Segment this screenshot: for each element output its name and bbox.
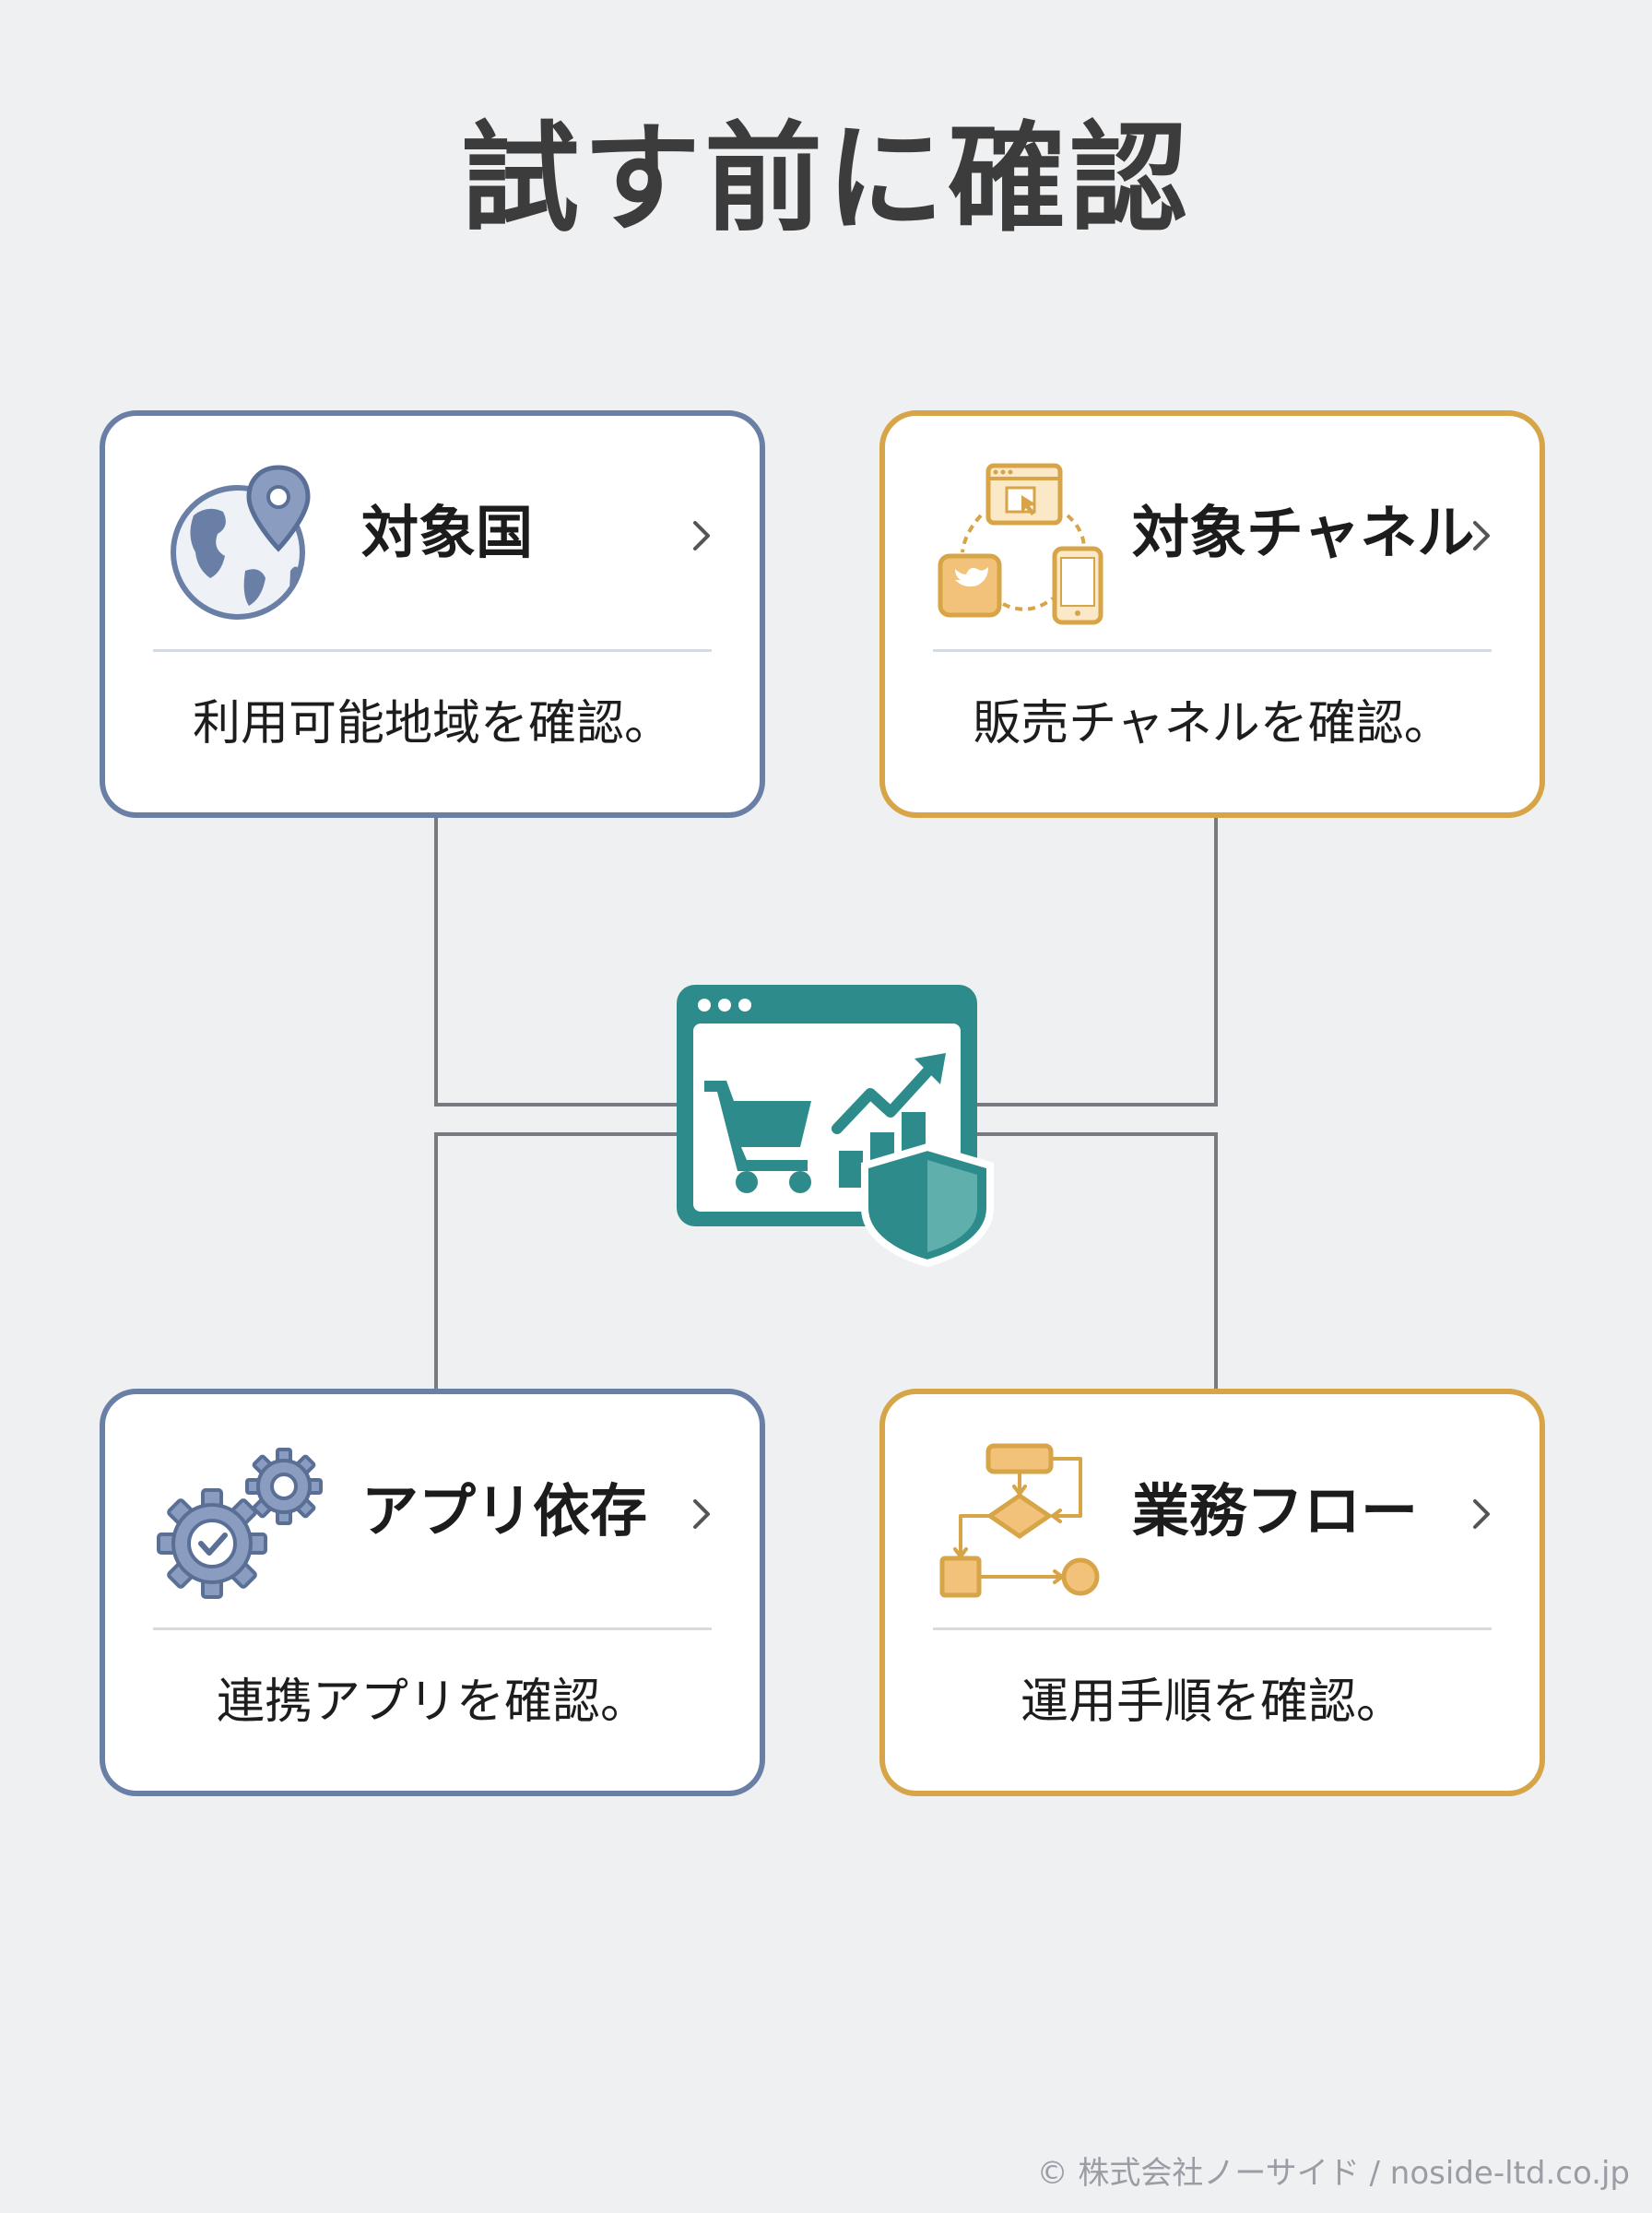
card-divider xyxy=(153,649,712,652)
card-divider xyxy=(933,1627,1492,1630)
chevron-right-icon[interactable] xyxy=(1468,517,1495,554)
card-title: アプリ依存 xyxy=(361,1477,648,1544)
card-description: 連携アプリを確認。 xyxy=(216,1675,648,1730)
card-description: 販売チャネルを確認。 xyxy=(973,696,1452,751)
ecommerce-shield-icon xyxy=(677,985,994,1267)
card-divider xyxy=(153,1627,712,1630)
chevron-right-icon[interactable] xyxy=(688,1496,715,1533)
page-title: 試す前に確認 xyxy=(460,111,1191,248)
card-description: 運用手順を確認。 xyxy=(1020,1675,1404,1730)
card-title: 業務フロー xyxy=(1132,1477,1419,1544)
card-title: 対象チャネル xyxy=(1132,499,1475,566)
card-app-dependencies[interactable]: アプリ依存 連携アプリを確認。 xyxy=(100,1389,765,1796)
card-target-channels[interactable]: 対象チャネル 販売チャネルを確認。 xyxy=(879,410,1545,818)
chevron-right-icon[interactable] xyxy=(688,517,715,554)
gears-check-icon xyxy=(157,1448,323,1599)
globe-location-icon xyxy=(171,465,311,620)
footer-credit: © 株式会社ノーサイド / noside-ltd.co.jp xyxy=(1036,2155,1630,2192)
card-divider xyxy=(933,649,1492,652)
channels-icon xyxy=(938,463,1103,625)
card-business-flow[interactable]: 業務フロー 運用手順を確認。 xyxy=(879,1389,1545,1796)
chevron-right-icon[interactable] xyxy=(1468,1496,1495,1533)
card-title: 対象国 xyxy=(361,499,534,566)
card-target-countries[interactable]: 対象国 利用可能地域を確認。 xyxy=(100,410,765,818)
card-description: 利用可能地域を確認。 xyxy=(192,696,672,751)
flowchart-icon xyxy=(939,1443,1100,1598)
